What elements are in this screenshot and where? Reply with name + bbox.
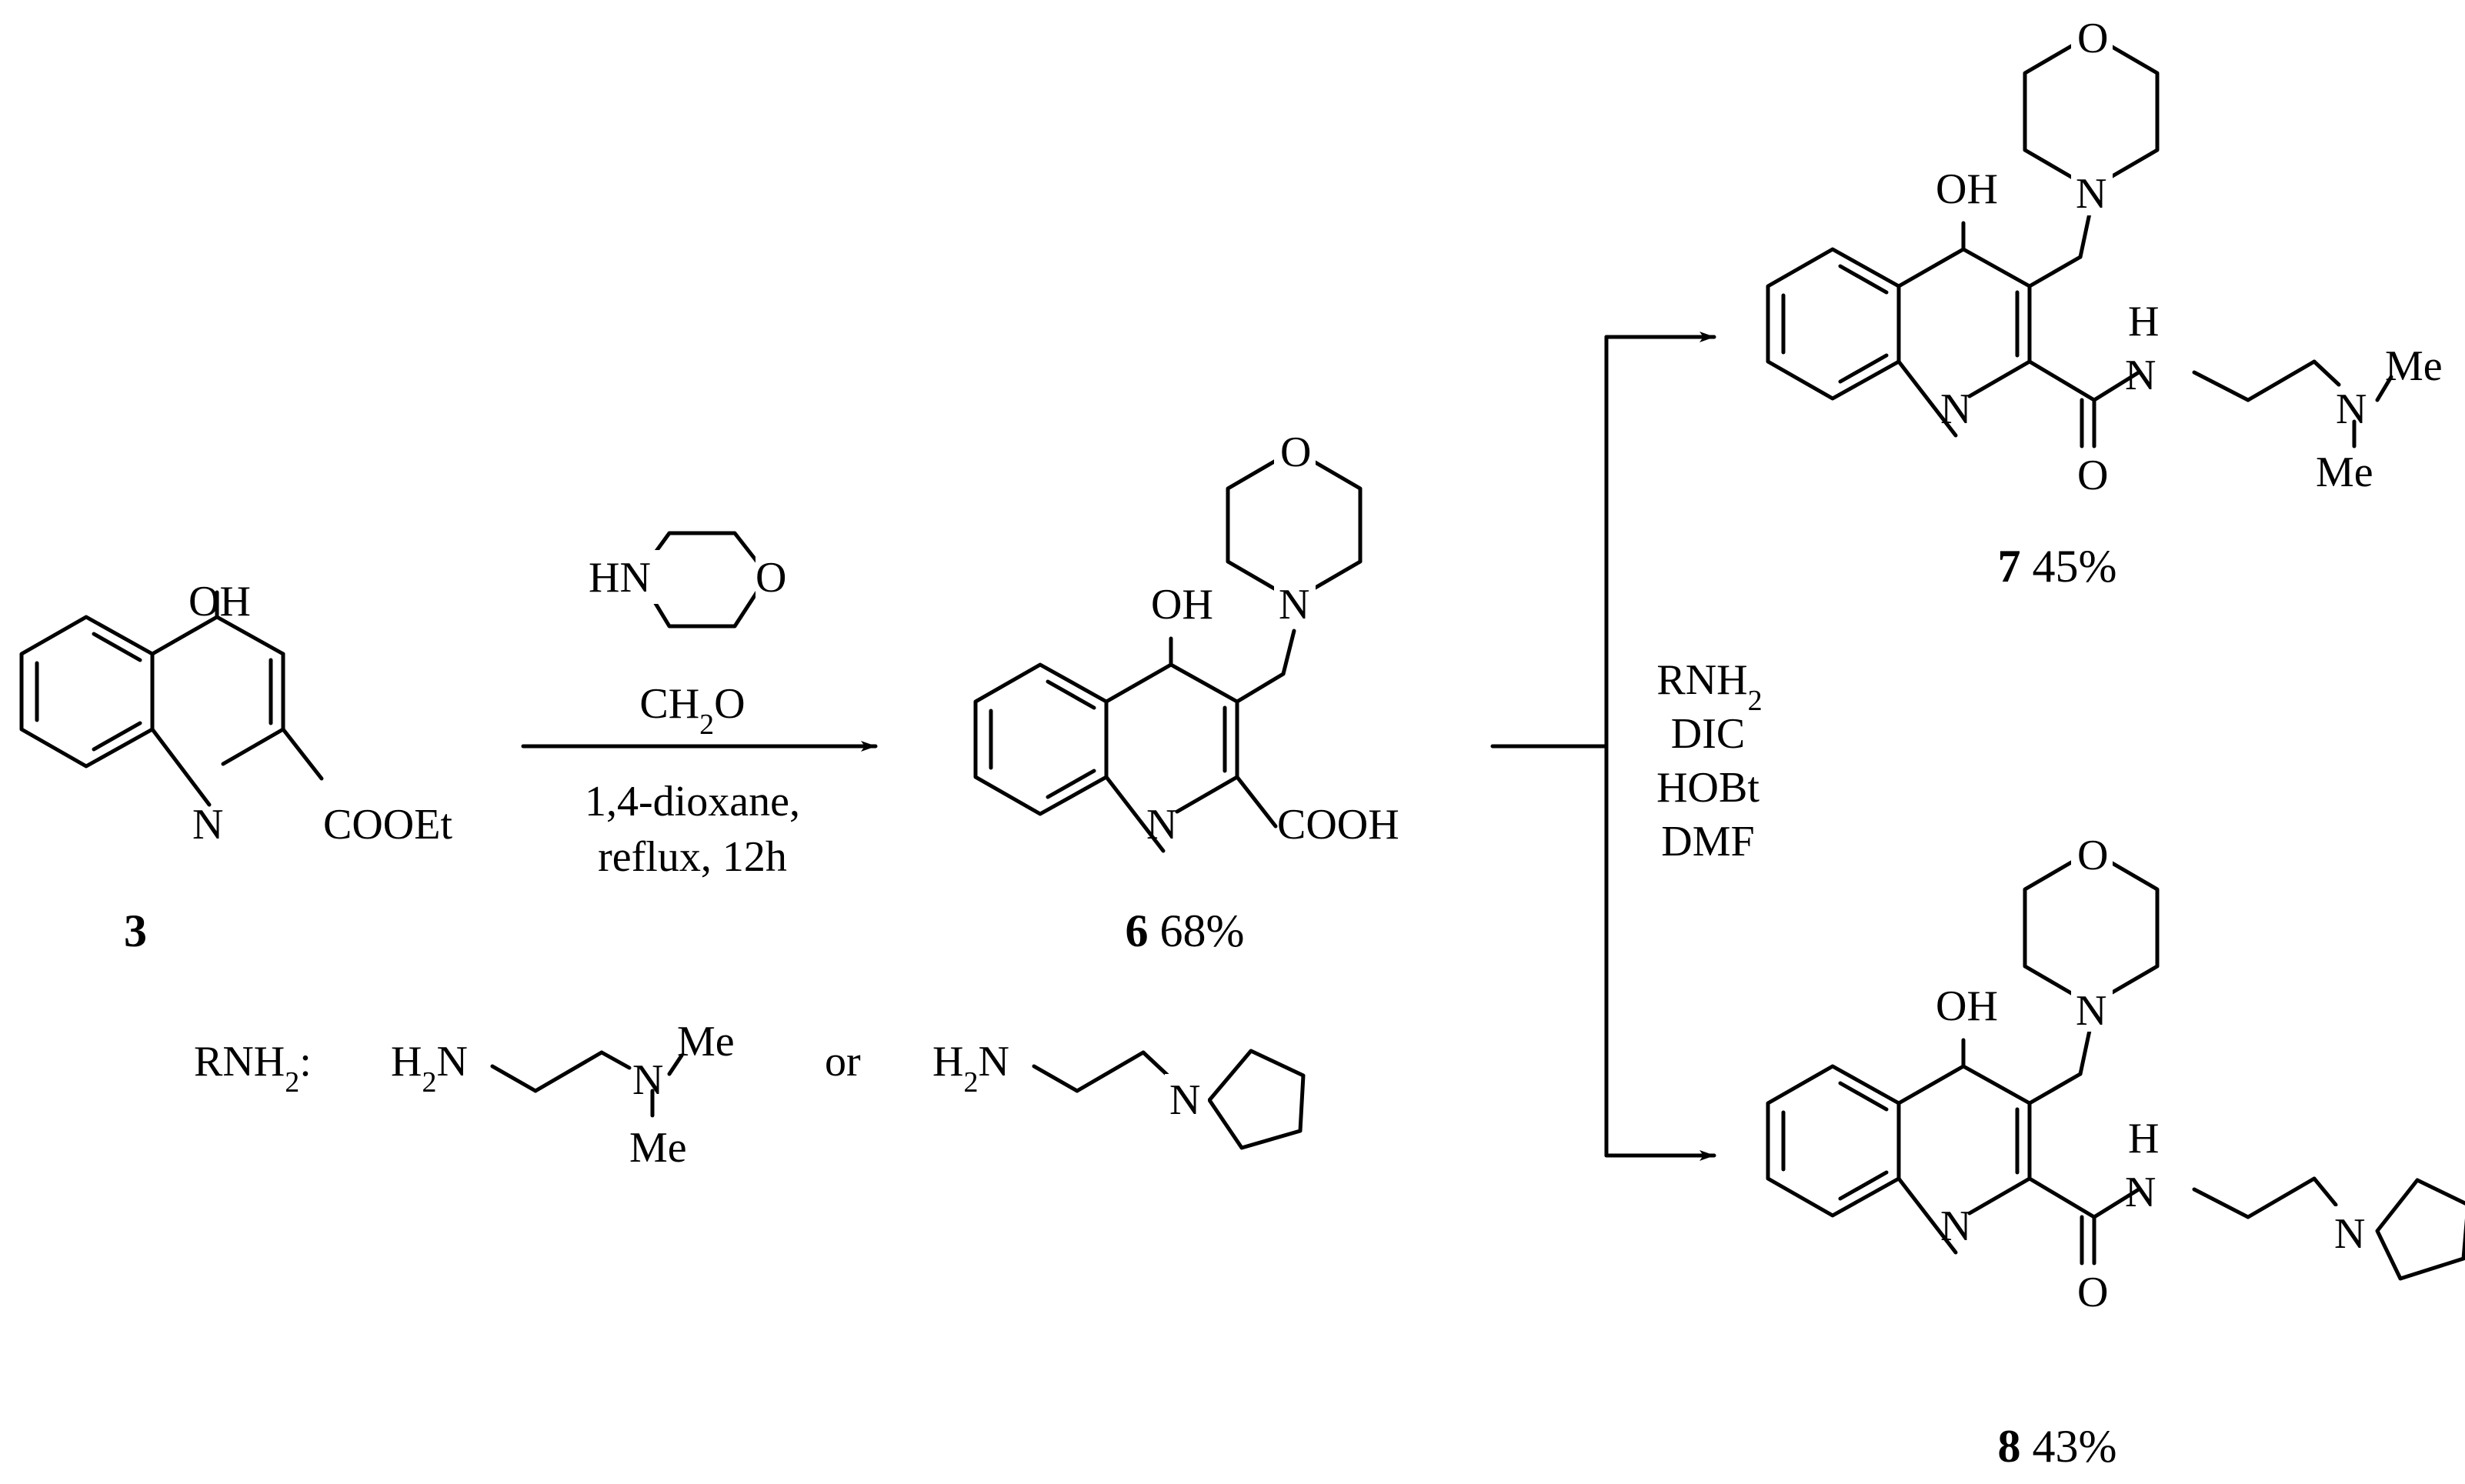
compound-7-morpholine-o: O xyxy=(2077,15,2108,62)
compound-8-pyrrolidine-n: N xyxy=(2334,1210,2365,1258)
step2-amine: RNH2 xyxy=(1656,656,1762,717)
compound-6-morpholine-o: O xyxy=(1280,429,1311,476)
compound-6-caption: 6 68% xyxy=(1126,905,1245,956)
step1-reagent-ch2o: CH2O xyxy=(639,680,745,741)
amine1-me-lower: Me xyxy=(629,1124,687,1172)
compound-7-morpholine-n: N xyxy=(2076,170,2106,218)
compound-7-me-lower: Me xyxy=(2316,449,2373,496)
compound-6-structure: OH N O N COOH xyxy=(973,419,1399,853)
compound-7-ring-n: N xyxy=(1940,385,1971,433)
compound-3-oh-label: OH xyxy=(188,578,251,625)
compound-6-cooh-label: COOH xyxy=(1277,801,1399,849)
compound-8-ring-n: N xyxy=(1940,1202,1971,1250)
compound-8-oh-label: OH xyxy=(1936,982,1998,1030)
morpholine-reagent-structure: HN O xyxy=(586,531,799,629)
step2-solvent: DMF xyxy=(1661,818,1754,865)
compound-8-caption: 8 43% xyxy=(1998,1421,2117,1472)
compound-3-number: 3 xyxy=(124,905,147,956)
step2-coupling: DIC xyxy=(1671,710,1745,758)
amine-option-pyrrolidinylethyl: H2N N xyxy=(932,1038,1306,1150)
legend-or: or xyxy=(825,1038,861,1085)
compound-7-amide-n: N xyxy=(2125,352,2156,399)
compound-3-structure: OH N COOEt xyxy=(19,578,452,849)
amine1-n-label: N xyxy=(632,1056,663,1104)
compound-6-oh-label: OH xyxy=(1151,581,1213,629)
amine2-h2n-label: H2N xyxy=(932,1038,1009,1099)
amine-option-dimethylaminoethyl: H2N N Me Me xyxy=(391,1018,735,1172)
compound-8-amide-n: N xyxy=(2125,1169,2156,1216)
compound-7-caption: 7 45% xyxy=(1998,541,2117,592)
compound-8-morpholine-n: N xyxy=(2076,987,2106,1035)
compound-3-n-label: N xyxy=(192,801,223,849)
compound-8-amide-h: H xyxy=(2128,1115,2159,1162)
step1-solvent: 1,4-dioxane, xyxy=(585,778,800,825)
compound-7-carbonyl-o: O xyxy=(2077,452,2108,499)
compound-7-me-upper: Me xyxy=(2385,342,2443,390)
compound-3-cooet-label: COOEt xyxy=(323,801,452,849)
compound-8-structure: OH N O N O H N N xyxy=(1766,824,2465,1316)
compound-6-ring-n: N xyxy=(1146,801,1177,849)
morpholine-hn-label: HN xyxy=(589,554,651,602)
step2-branch-arrows xyxy=(1490,332,1716,1161)
compound-7-amine-n: N xyxy=(2336,385,2367,433)
morpholine-o-label: O xyxy=(756,554,786,602)
compound-7-amide-h: H xyxy=(2128,298,2159,345)
step2-additive: HOBt xyxy=(1656,764,1760,812)
compound-6-morpholine-n: N xyxy=(1279,581,1309,629)
compound-8-morpholine-o: O xyxy=(2077,832,2108,879)
amine1-me-upper: Me xyxy=(677,1018,735,1065)
compound-8-carbonyl-o: O xyxy=(2077,1269,2108,1316)
step1-conditions: reflux, 12h xyxy=(598,833,787,881)
compound-7-structure: OH N O N O H N N Me Me xyxy=(1766,8,2443,499)
legend-label: RNH2: xyxy=(194,1038,312,1099)
amine2-n-label: N xyxy=(1169,1076,1200,1124)
amine1-h2n-label: H2N xyxy=(391,1038,468,1099)
compound-7-oh-label: OH xyxy=(1936,165,1998,213)
